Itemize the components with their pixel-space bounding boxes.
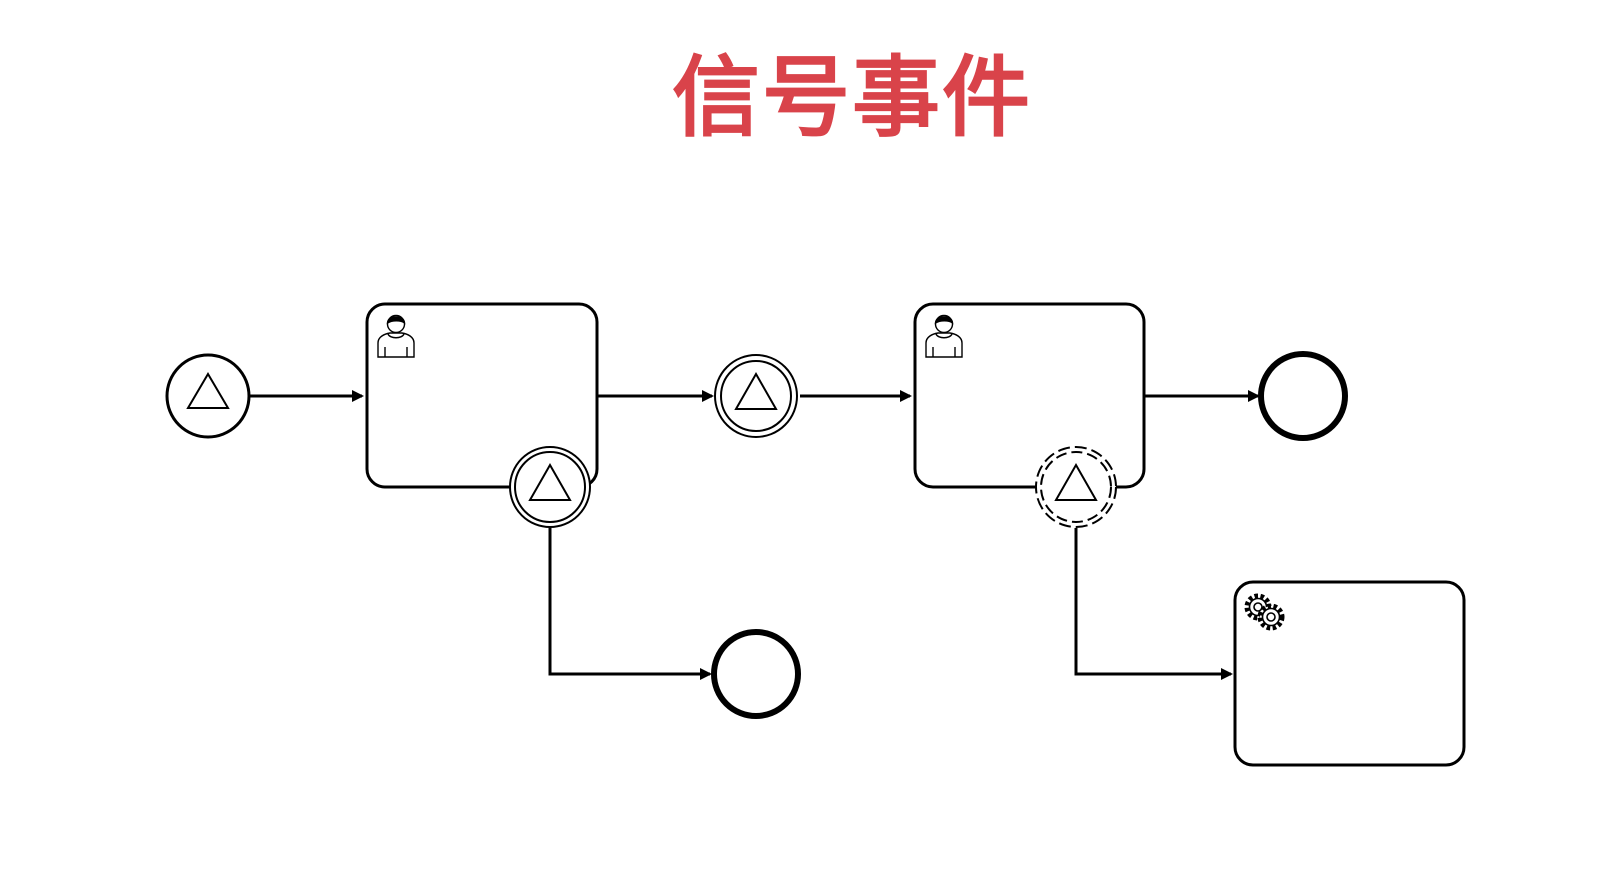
signal-triangle-icon (186, 372, 230, 409)
signal-intermediate-catch-event[interactable] (714, 354, 798, 438)
user-task-2[interactable] (913, 302, 1146, 489)
signal-start-event[interactable] (165, 353, 251, 439)
signal-triangle-icon (1054, 462, 1098, 501)
flow-boundary1-to-end[interactable] (548, 528, 712, 680)
sequence-flows (250, 390, 1260, 680)
end-event-1[interactable] (711, 629, 801, 719)
service-task[interactable] (1233, 580, 1466, 767)
gear-icon (1244, 593, 1285, 631)
user-task-1[interactable] (365, 302, 599, 489)
page-title-text: 信号事件 (671, 46, 1032, 149)
end-event-2[interactable] (1258, 351, 1348, 441)
user-icon (377, 314, 415, 358)
flow-boundary2-to-service-task[interactable] (1074, 528, 1233, 680)
signal-triangle-icon (528, 462, 572, 501)
signal-boundary-event-interrupting[interactable] (509, 446, 591, 528)
signal-triangle-icon (734, 371, 778, 410)
user-icon (925, 314, 963, 358)
page-title: 信号事件 (0, 46, 1604, 149)
signal-boundary-event-non-interrupting[interactable] (1035, 446, 1117, 528)
